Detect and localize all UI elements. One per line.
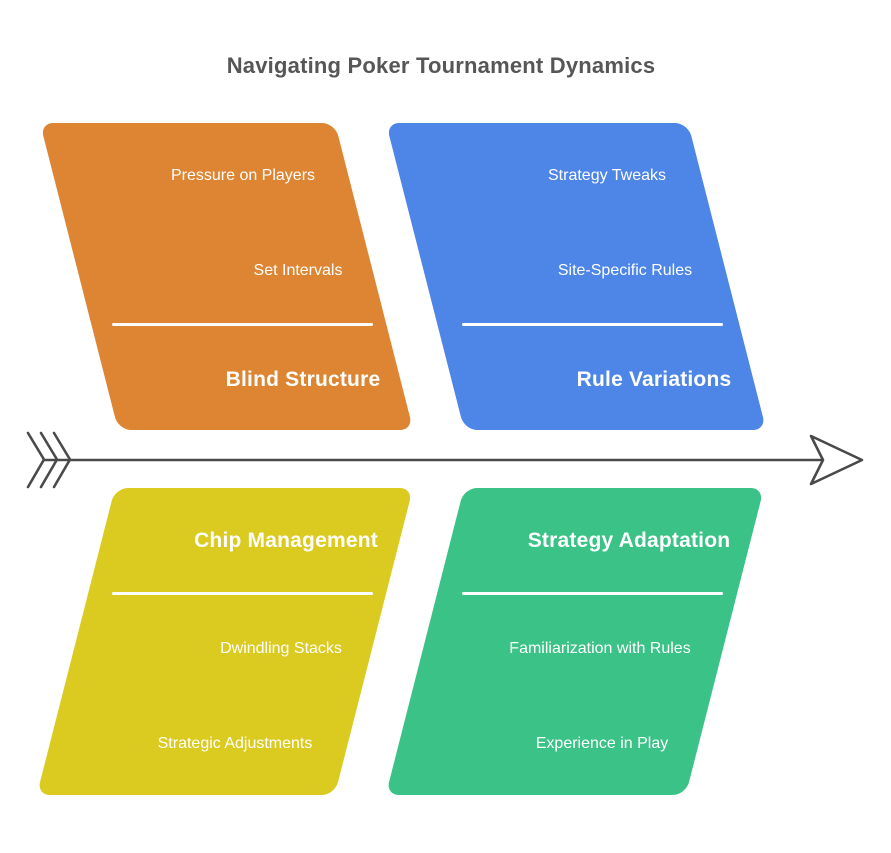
page-title: Navigating Poker Tournament Dynamics [226,53,656,78]
chip-management-item-2: Strategic Adjustments [157,735,313,752]
timeline-arrow [26,431,864,489]
arrow-head-icon [809,434,864,486]
rule-variations-heading: Rule Variations [576,368,732,391]
chip-management-item-1: Dwindling Stacks [220,640,342,657]
rule-variations-item-1: Strategy Tweaks [548,167,666,184]
blind-structure-divider [112,323,373,326]
rule-variations-item-2: Site-Specific Rules [557,262,693,279]
strategy-adaptation-item-2: Experience in Play [535,735,669,752]
blind-structure-heading: Blind Structure [225,368,381,391]
blind-structure-item-2: Set Intervals [253,262,343,279]
strategy-adaptation-heading: Strategy Adaptation [527,529,731,552]
blind-structure-item-1: Pressure on Players [170,167,316,184]
arrow-fletching-icon [26,431,72,489]
chip-management-heading: Chip Management [194,529,378,552]
rule-variations-divider [462,323,723,326]
chip-management-divider [112,592,373,595]
strategy-adaptation-divider [462,592,723,595]
strategy-adaptation-item-1: Familiarization with Rules [509,640,691,657]
